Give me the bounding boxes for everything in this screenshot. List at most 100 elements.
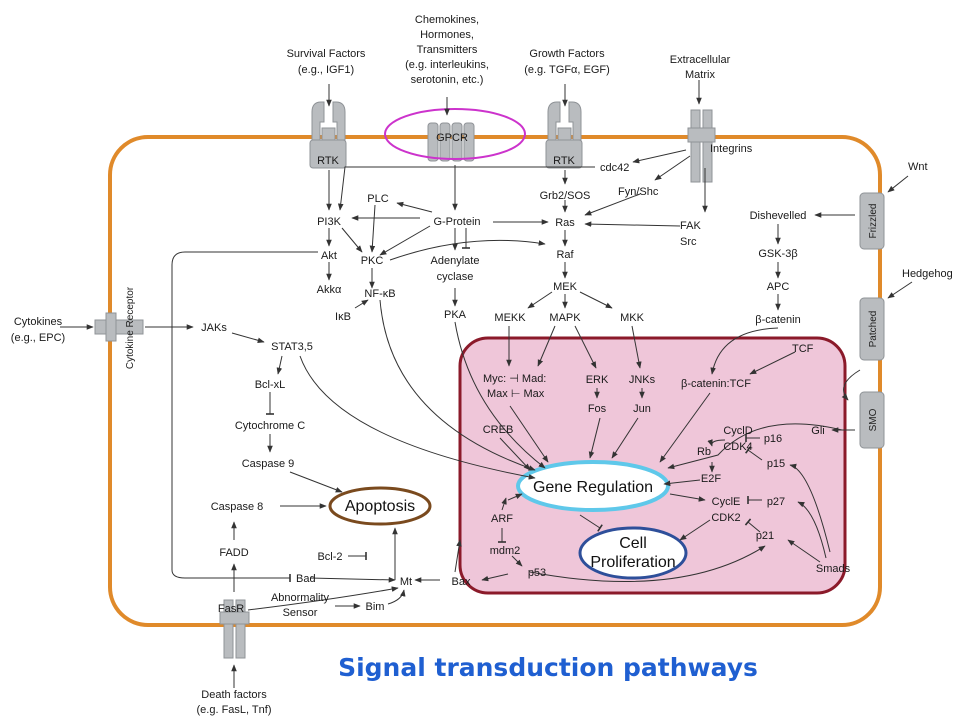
- survival-factors-label: Survival Factors(e.g., IGF1): [287, 48, 366, 76]
- nucleus: [458, 336, 847, 595]
- hedgehog-label: Hedgehog: [902, 268, 953, 280]
- bad-label: Bad: [296, 573, 316, 585]
- gsk3b-label: GSK-3β: [758, 248, 797, 260]
- apoptosis-ring: [328, 486, 432, 526]
- g-protein-label: G-Protein: [433, 216, 480, 228]
- rtk-receptor-right: [545, 101, 583, 169]
- rb-label: Rb: [697, 446, 711, 458]
- gpcr-receptor: [427, 122, 475, 162]
- cytokine-receptor-shape: [94, 312, 144, 342]
- frizzled-receptor: [859, 192, 885, 250]
- pi3k-label: PI3K: [317, 216, 342, 228]
- grb2-sos-label: Grb2/SOS: [540, 190, 591, 202]
- cdc42-label: cdc42: [600, 162, 629, 174]
- apc-label: APC: [767, 281, 790, 293]
- integrins-label: Integrins: [710, 143, 753, 155]
- p15-label: p15: [767, 458, 785, 470]
- caspase8-label: Caspase 8: [211, 501, 264, 513]
- smo-receptor: [859, 391, 885, 449]
- smo-label: SMO: [868, 408, 879, 431]
- mek-label: MEK: [553, 281, 578, 293]
- b-catenin-tcf-label: β-catenin:TCF: [681, 378, 751, 390]
- patched-receptor: [859, 297, 885, 361]
- fos-label: Fos: [588, 403, 607, 415]
- ikb-label: IκB: [335, 311, 351, 323]
- arf-label: ARF: [491, 513, 513, 525]
- gene-regulation-label: Gene Regulation: [533, 479, 653, 496]
- erk-label: ERK: [586, 374, 609, 386]
- p21-label: p21: [756, 530, 774, 542]
- akt-label: Akt: [321, 250, 337, 262]
- tcf-label: TCF: [792, 343, 814, 355]
- cytokines-label: Cytokines(e.g., EPC): [11, 316, 65, 344]
- p53-label: p53: [528, 567, 546, 579]
- plc-label: PLC: [367, 193, 388, 205]
- fak-label: FAK: [680, 220, 701, 232]
- wnt-label: Wnt: [908, 161, 928, 173]
- fadd-label: FADD: [219, 547, 248, 559]
- caspase9-label: Caspase 9: [242, 458, 295, 470]
- bcl2-label: Bcl-2: [317, 551, 342, 563]
- apoptosis-label: Apoptosis: [345, 498, 415, 515]
- smads-label: Smads: [816, 563, 851, 575]
- b-catenin-label: β-catenin: [755, 314, 800, 326]
- myc-mad-label: Myc: ⊣ Mad:: [483, 373, 546, 385]
- fasr-receptor: [219, 599, 250, 659]
- pathway-connectors: [60, 80, 913, 688]
- cell-proliferation-ring: [578, 526, 688, 580]
- gpcr-label: GPCR: [436, 132, 468, 144]
- fasr-label: FasR: [218, 603, 244, 615]
- stat-label: STAT3,5: [271, 341, 313, 353]
- growth-factors-label: Growth Factors(e.g. TGFα, EGF): [524, 48, 610, 76]
- bcl-xl-label: Bcl-xL: [255, 379, 286, 391]
- frizzled-label: Frizzled: [868, 203, 879, 238]
- cdk2-label: CDK2: [711, 512, 740, 524]
- rtk-left-label: RTK: [317, 155, 339, 167]
- max-max-label: Max ⊢ Max: [487, 388, 545, 400]
- ras-label: Ras: [555, 217, 575, 229]
- rtk-right-label: RTK: [553, 155, 575, 167]
- src-label: Src: [680, 236, 697, 248]
- p27-label: p27: [767, 496, 785, 508]
- e2f-label: E2F: [701, 473, 721, 485]
- cycle-label: CyclE: [712, 496, 741, 508]
- bim-label: Bim: [366, 601, 385, 613]
- cdk4-label: CDK4: [723, 441, 752, 453]
- rtk-receptor-left: [309, 101, 347, 169]
- mt-label: Mt: [400, 576, 412, 588]
- cell-membrane: [108, 135, 882, 627]
- dishevelled-label: Dishevelled: [750, 210, 807, 222]
- jaks-label: JAKs: [201, 322, 227, 334]
- raf-label: Raf: [556, 249, 574, 261]
- mekk-label: MEKK: [494, 312, 526, 324]
- integrin-receptor: [687, 109, 716, 183]
- mapk-label: MAPK: [549, 312, 581, 324]
- bax-label: Bax: [452, 576, 471, 588]
- akka-label: Akkα: [317, 284, 342, 296]
- fyn-shc-label: Fyn/Shc: [618, 186, 659, 198]
- mdm2-label: mdm2: [490, 545, 521, 557]
- gpcr-highlight-ring: [384, 108, 526, 160]
- gli-label: Gli: [811, 425, 824, 437]
- nfkb-label: NF-κB: [364, 288, 395, 300]
- patched-label: Patched: [868, 311, 879, 348]
- pka-label: PKA: [444, 309, 467, 321]
- jnks-label: JNKs: [629, 374, 656, 386]
- cycld-label: CyclD: [723, 425, 752, 437]
- death-factors-label: Death factors(e.g. FasL, Tnf): [197, 689, 272, 716]
- cytochrome-c-label: Cytochrome C: [235, 420, 305, 432]
- mkk-label: MKK: [620, 312, 645, 324]
- cytokine-receptor-label: Cytokine Receptor: [125, 286, 136, 369]
- page-title: Signal transduction pathways: [338, 653, 758, 682]
- creb-label: CREB: [483, 424, 514, 436]
- pkc-label: PKC: [361, 255, 384, 267]
- p16-label: p16: [764, 433, 782, 445]
- jun-label: Jun: [633, 403, 651, 415]
- chemokines-label: Chemokines,Hormones,Transmitters(e.g. in…: [405, 14, 489, 86]
